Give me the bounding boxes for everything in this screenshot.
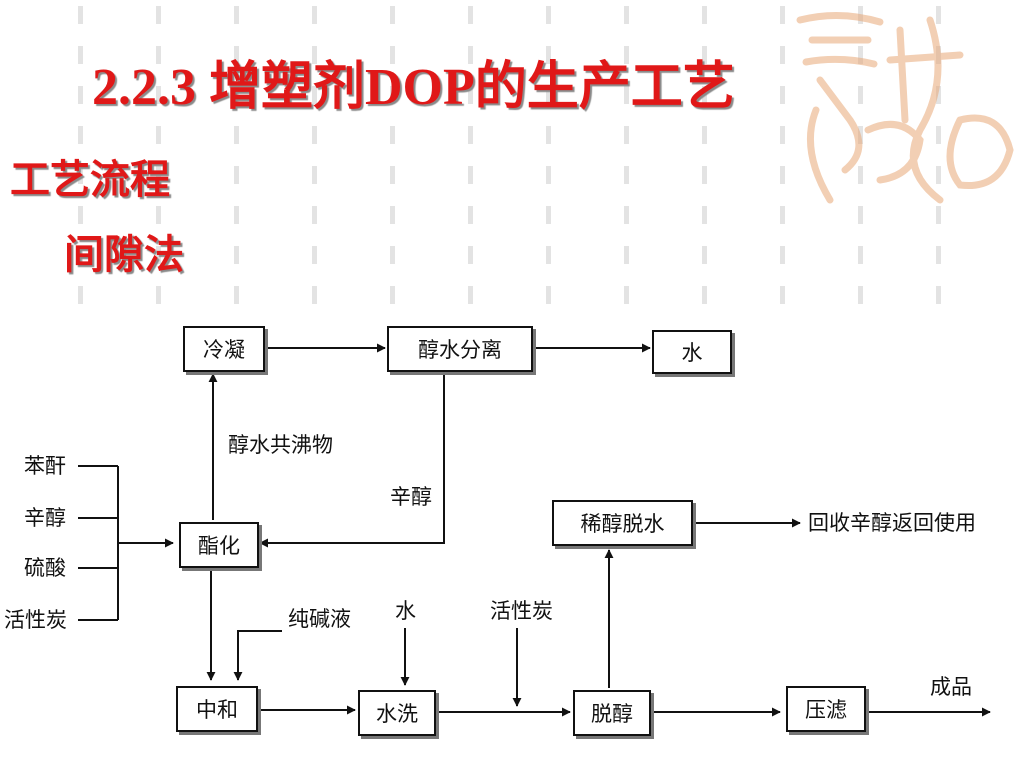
node-dealcoholization: 脱醇 <box>573 690 651 736</box>
label-alcohol-water-azeotrope: 醇水共沸物 <box>228 433 333 457</box>
input-octanol: 辛醇 <box>24 506 66 530</box>
node-condense: 冷凝 <box>183 326 265 372</box>
arrow-octanol-return <box>259 372 445 548</box>
label-soda-solution: 纯碱液 <box>288 607 351 631</box>
watermark-seal-image <box>796 12 1014 204</box>
input-phthalic-anhydride: 苯酐 <box>24 454 66 478</box>
label-activated-carbon-feed: 活性炭 <box>490 599 553 623</box>
input-activated-carbon: 活性炭 <box>4 608 67 632</box>
node-esterification: 酯化 <box>179 522 259 568</box>
label-octanol-return: 辛醇 <box>390 485 432 509</box>
subtitle-batch-method: 间隙法 <box>64 232 184 278</box>
input-sulfuric-acid: 硫酸 <box>24 556 66 580</box>
subtitle-process-flow: 工艺流程 <box>10 157 170 203</box>
node-water-wash: 水洗 <box>358 690 436 736</box>
dashed-column-pattern <box>78 6 941 304</box>
slide-title: 2.2.3 增塑剂DOP的生产工艺 <box>92 59 735 116</box>
node-alcohol-water-separation: 醇水分离 <box>387 326 533 372</box>
label-recycle-octanol: 回收辛醇返回使用 <box>808 511 976 535</box>
node-water-output: 水 <box>652 330 732 374</box>
label-wash-water: 水 <box>395 599 416 623</box>
node-neutralization: 中和 <box>176 686 258 732</box>
node-dilute-alcohol-dehydration: 稀醇脱水 <box>552 500 693 546</box>
label-finished-product: 成品 <box>930 675 972 699</box>
inputs-bracket <box>78 465 119 621</box>
arrow-soda-to-neutralize <box>233 630 282 681</box>
node-press-filtration: 压滤 <box>786 686 866 732</box>
